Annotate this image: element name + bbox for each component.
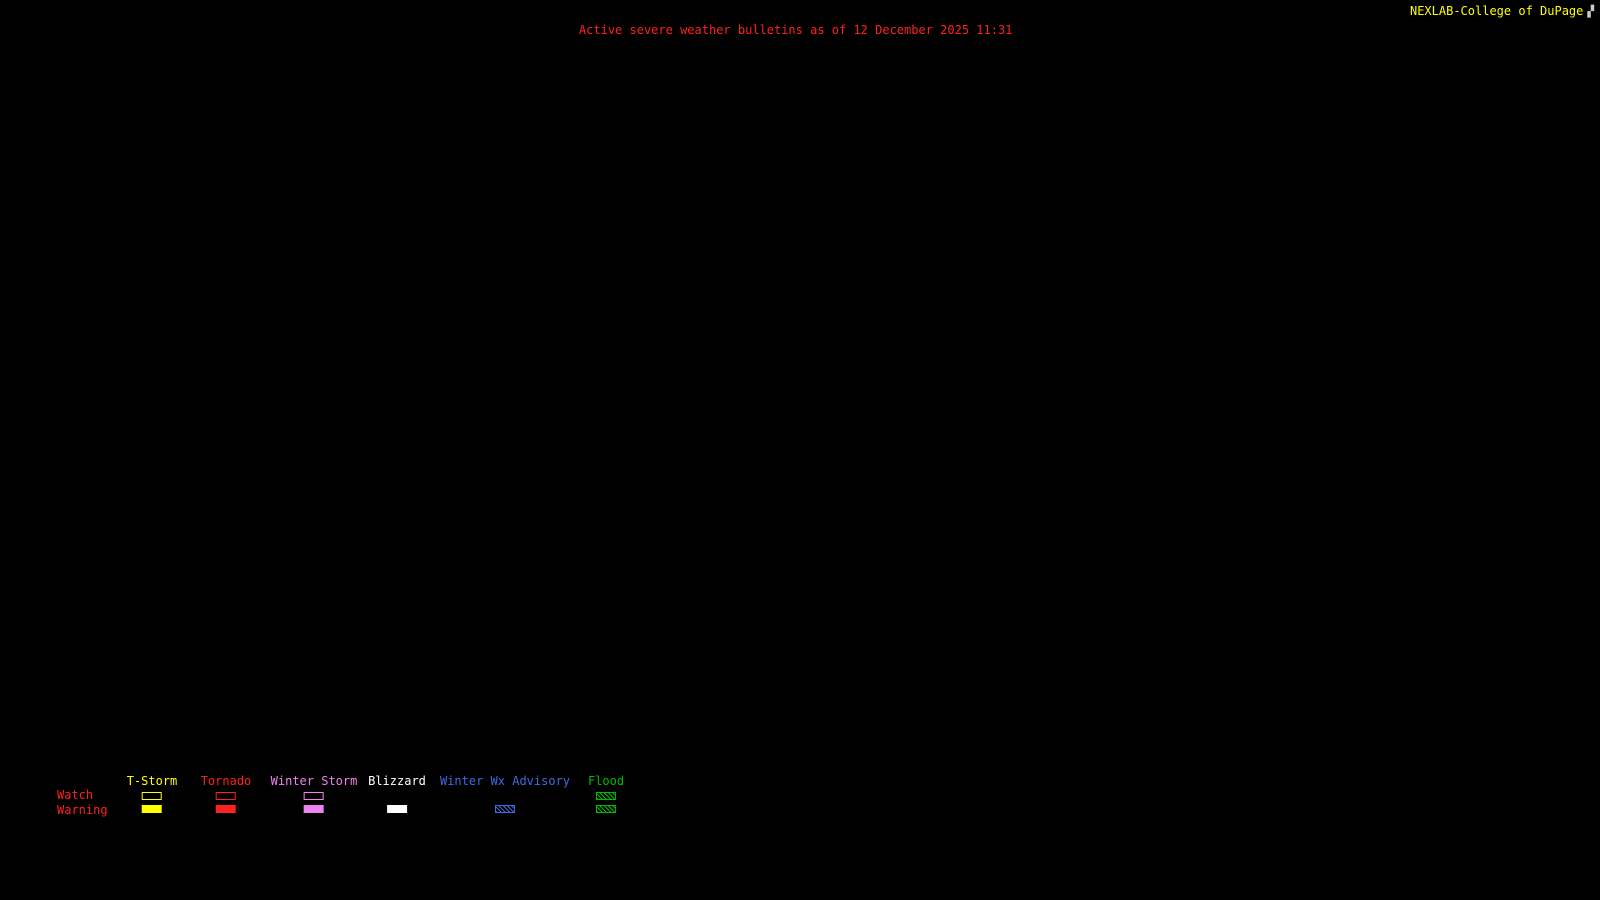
nexlab-logo-icon: ▞ — [1587, 4, 1594, 18]
tornado-watch-swatch — [215, 791, 236, 800]
legend-column-t-storm: T-Storm — [126, 774, 178, 815]
winter-storm-label: Winter Storm — [270, 774, 358, 788]
legend: Watch Warning T-Storm Tornado Winter Sto… — [0, 770, 720, 830]
flood-watch-swatch — [596, 791, 616, 800]
legend-column-tornado: Tornado — [200, 774, 252, 815]
tornado-warning-swatch — [215, 804, 236, 813]
legend-row-warning-label: Warning — [57, 803, 108, 817]
winter-wx-advisory-label: Winter Wx Advisory — [439, 774, 571, 788]
legend-row-watch-label: Watch — [57, 788, 94, 802]
tornado-label: Tornado — [200, 774, 252, 788]
brand: NEXLAB-College of DuPage ▞ — [1410, 4, 1594, 18]
winter-wx-advisory-warning-swatch — [494, 804, 515, 813]
t-storm-watch-swatch — [141, 791, 162, 800]
t-storm-warning-swatch — [141, 804, 162, 813]
legend-column-blizzard: Blizzard — [368, 775, 426, 815]
brand-text: NEXLAB-College of DuPage — [1409, 4, 1584, 18]
blizzard-label: Blizzard — [368, 774, 426, 788]
winter-storm-watch-swatch — [303, 791, 324, 800]
flood-warning-swatch — [596, 804, 616, 813]
legend-column-flood: Flood — [588, 775, 624, 815]
flood-label: Flood — [587, 774, 625, 788]
page-title: Active severe weather bulletins as of 12… — [578, 23, 1013, 37]
legend-column-winter-wx-advisory: Winter Wx Advisory — [440, 775, 570, 815]
blizzard-warning-swatch — [386, 804, 407, 813]
legend-column-winter-storm: Winter Storm — [270, 774, 358, 815]
winter-storm-warning-swatch — [303, 804, 324, 813]
t-storm-label: T-Storm — [126, 774, 178, 788]
